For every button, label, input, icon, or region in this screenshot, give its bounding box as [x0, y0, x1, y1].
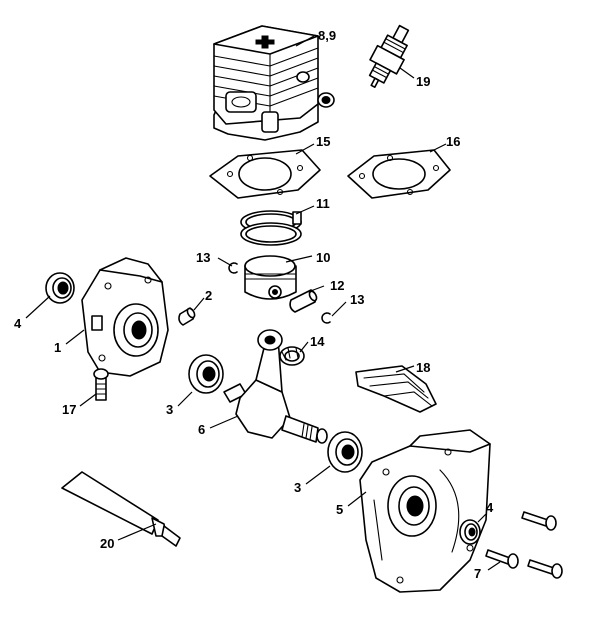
screw-17-part [93, 368, 109, 401]
cylinder-part [213, 25, 335, 141]
ball-bearing-left-part [188, 354, 224, 394]
callout-3-left: 3 [166, 402, 173, 417]
callout-20: 20 [100, 536, 114, 551]
callout-1: 1 [54, 340, 61, 355]
gasket-16-part [347, 149, 451, 199]
callout-12: 12 [330, 278, 344, 293]
callout-2: 2 [205, 288, 212, 303]
callout-15: 15 [316, 134, 330, 149]
callout-10: 10 [316, 250, 330, 265]
callout-7: 7 [474, 566, 481, 581]
piston-part [244, 255, 297, 300]
needle-cage-part [279, 346, 305, 366]
callout-3-right: 3 [294, 480, 301, 495]
callout-17: 17 [62, 402, 76, 417]
piston-rings-part [240, 210, 302, 246]
piston-pin-part [289, 289, 318, 313]
crankshaft-part [223, 329, 328, 444]
callout-11: 11 [316, 196, 330, 211]
callout-13-upper: 13 [196, 250, 210, 265]
spark-plug-part [368, 24, 410, 88]
callout-5: 5 [336, 502, 343, 517]
leader-lines [25, 35, 501, 571]
callout-8-9: 8,9 [318, 28, 336, 43]
screw-7-part-3 [527, 559, 563, 579]
baffle-plate-part [355, 365, 437, 413]
screw-7-part-1 [521, 511, 557, 531]
oil-seal-left-part [45, 272, 75, 304]
dowel-pin-part [178, 307, 196, 326]
callout-6: 6 [198, 422, 205, 437]
callout-18: 18 [416, 360, 430, 375]
crankcase-right-part [359, 429, 491, 593]
crankcase-left-part [81, 257, 169, 377]
callout-14: 14 [310, 334, 325, 349]
callout-13-lower: 13 [350, 292, 364, 307]
circlip-part-2 [321, 312, 331, 324]
callout-4-left: 4 [14, 316, 22, 331]
sealant-tube-part [61, 471, 181, 547]
callout-labels: 8,9 19 15 16 11 13 10 12 13 2 4 1 14 18 … [14, 28, 494, 581]
callout-4-right: 4 [486, 500, 494, 515]
callout-16: 16 [446, 134, 460, 149]
oil-seal-right-part [459, 519, 481, 545]
screw-7-part-2 [485, 549, 519, 569]
gasket-15-part [209, 149, 321, 199]
callout-19: 19 [416, 74, 430, 89]
ball-bearing-right-part [327, 431, 363, 473]
